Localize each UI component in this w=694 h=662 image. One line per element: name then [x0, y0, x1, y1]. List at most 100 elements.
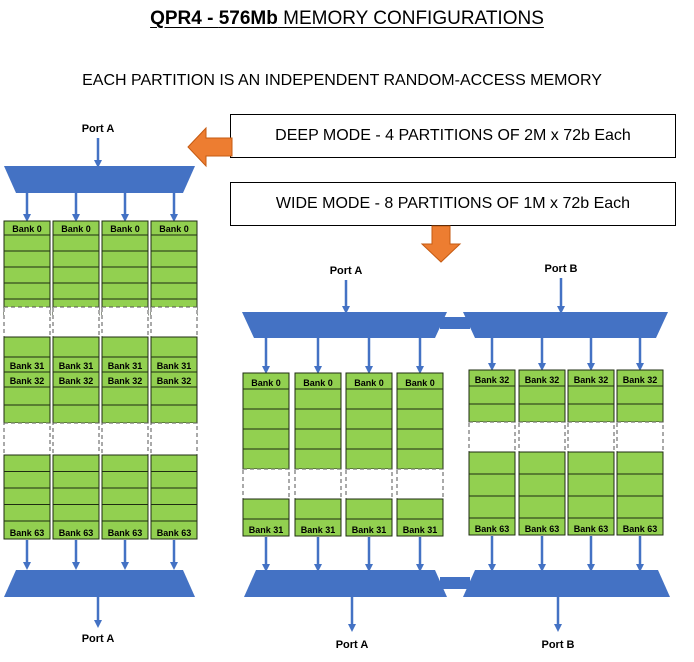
left-bank-63-cell [101, 520, 149, 540]
right-b-bank-cell [518, 495, 566, 519]
left-bank-0-cell-label: Bank 0 [159, 224, 189, 234]
deep-mode-pointer-arrow [187, 126, 233, 168]
left-bank-cell [3, 454, 51, 472]
left-bank-cell [101, 250, 149, 268]
left-bank-0-cell-label: Bank 0 [110, 224, 140, 234]
left-port-a-top-label: Port A [82, 123, 115, 135]
left-bank-cell [150, 234, 198, 252]
right-b-bank-32-cell-label: Bank 32 [525, 375, 560, 385]
left-bank-0-cell-label: Bank 0 [12, 224, 42, 234]
right-b-bank-cell [468, 451, 516, 475]
deep-mode-callout: DEEP MODE - 4 PARTITIONS OF 2M x 72b Eac… [230, 114, 676, 158]
right-b-bank-gap [468, 421, 516, 453]
right-b-bank-cell [567, 495, 615, 519]
left-bank-0-cell-label: Bank 0 [61, 224, 91, 234]
left-bank-cell [52, 282, 100, 300]
left-bank-gap [101, 422, 149, 456]
right-b-bank-cell [567, 403, 615, 423]
left-bank-cell [101, 282, 149, 300]
right-a-bank-0-cell-label: Bank 0 [303, 378, 333, 388]
left-bank-cell [101, 504, 149, 522]
left-bank-cell [3, 487, 51, 505]
left-bank-gap [3, 306, 51, 338]
left-bank-cell [3, 471, 51, 489]
right-a-bank-cell [242, 498, 290, 520]
left-bank-cell [150, 487, 198, 505]
left-bank-gap [101, 306, 149, 338]
left-bank-31-cell-label: Bank 31 [108, 361, 143, 371]
left-bank-cell [101, 336, 149, 358]
left-bank-cell [101, 234, 149, 252]
right-a-bank-31-cell [345, 518, 393, 537]
right-a-bank-cell [242, 408, 290, 430]
wide-mode-pointer-arrow [420, 225, 462, 263]
left-bank-cell [3, 250, 51, 268]
left-bottom-bus [4, 570, 195, 597]
right-b-bank-63-cell-label: Bank 63 [623, 524, 658, 534]
left-bank-cell [3, 404, 51, 424]
right-b-bank-32-cell-label: Bank 32 [475, 375, 510, 385]
right-b-bank-32-cell-label: Bank 32 [623, 375, 658, 385]
right-a-bank-gap [345, 468, 393, 500]
right-b-bank-cell [616, 495, 664, 519]
left-top-bus [4, 166, 195, 193]
left-bank-cell [52, 504, 100, 522]
right-a-bank-cell [294, 388, 342, 410]
right-top-bus-b [463, 312, 668, 338]
right-a-bank-cell [242, 448, 290, 470]
right-a-bank-cell [396, 498, 444, 520]
left-bank-cell [3, 504, 51, 522]
right-b-bank-63-cell [616, 517, 664, 536]
left-bank-cell [52, 386, 100, 406]
right-a-bank-cell [396, 448, 444, 470]
right-b-bank-cell [616, 451, 664, 475]
right-b-bank-cell [518, 385, 566, 405]
left-bank-gap [150, 306, 198, 338]
right-b-bank-cell [616, 385, 664, 405]
right-a-bank-0-cell-label: Bank 0 [405, 378, 435, 388]
left-bank-63-cell [150, 520, 198, 540]
left-bank-cell [52, 234, 100, 252]
right-a-bank-31-cell-label: Bank 31 [249, 525, 284, 535]
left-bank-63-cell-label: Bank 63 [157, 528, 192, 538]
right-b-bank-cell [468, 403, 516, 423]
right-top-bus-link [440, 317, 470, 329]
right-b-bank-63-cell [567, 517, 615, 536]
left-bank-cell [52, 336, 100, 358]
right-a-bank-31-cell [396, 518, 444, 537]
right-a-bank-cell [396, 388, 444, 410]
left-bank-cell [150, 250, 198, 268]
left-bank-cell [150, 266, 198, 284]
left-bank-32-cell-label: Bank 32 [108, 376, 143, 386]
wide-mode-callout: WIDE MODE - 8 PARTITIONS OF 1M x 72b Eac… [230, 182, 676, 226]
left-bank-cell [150, 504, 198, 522]
right-bottom-bus-link [440, 577, 470, 589]
left-bank-gap [52, 306, 100, 338]
left-bank-cell [52, 471, 100, 489]
left-bank-cell [101, 404, 149, 424]
right-b-bank-cell [567, 385, 615, 405]
left-bank-cell [150, 336, 198, 358]
right-a-bank-31-cell-label: Bank 31 [403, 525, 438, 535]
left-bank-cell [101, 471, 149, 489]
left-bank-cell [52, 487, 100, 505]
right-a-bank-31-cell [294, 518, 342, 537]
right-b-bank-cell [468, 385, 516, 405]
right-b-bank-63-cell-label: Bank 63 [525, 524, 560, 534]
left-bank-63-cell [52, 520, 100, 540]
right-a-bank-cell [345, 408, 393, 430]
right-a-bank-cell [242, 388, 290, 410]
title-prefix: QPR4 - [150, 8, 219, 29]
left-bank-31-cell-label: Bank 31 [157, 361, 192, 371]
right-b-bank-63-cell [468, 517, 516, 536]
right-port-b-top-label: Port B [545, 263, 578, 275]
right-b-bank-cell [567, 473, 615, 497]
left-bank-31-cell-label: Bank 31 [59, 361, 94, 371]
right-a-bank-gap [242, 468, 290, 500]
left-bank-cell [101, 487, 149, 505]
left-bank-gap [52, 422, 100, 456]
right-b-bank-cell [468, 495, 516, 519]
left-bank-cell [52, 266, 100, 284]
right-b-bank-63-cell-label: Bank 63 [574, 524, 609, 534]
